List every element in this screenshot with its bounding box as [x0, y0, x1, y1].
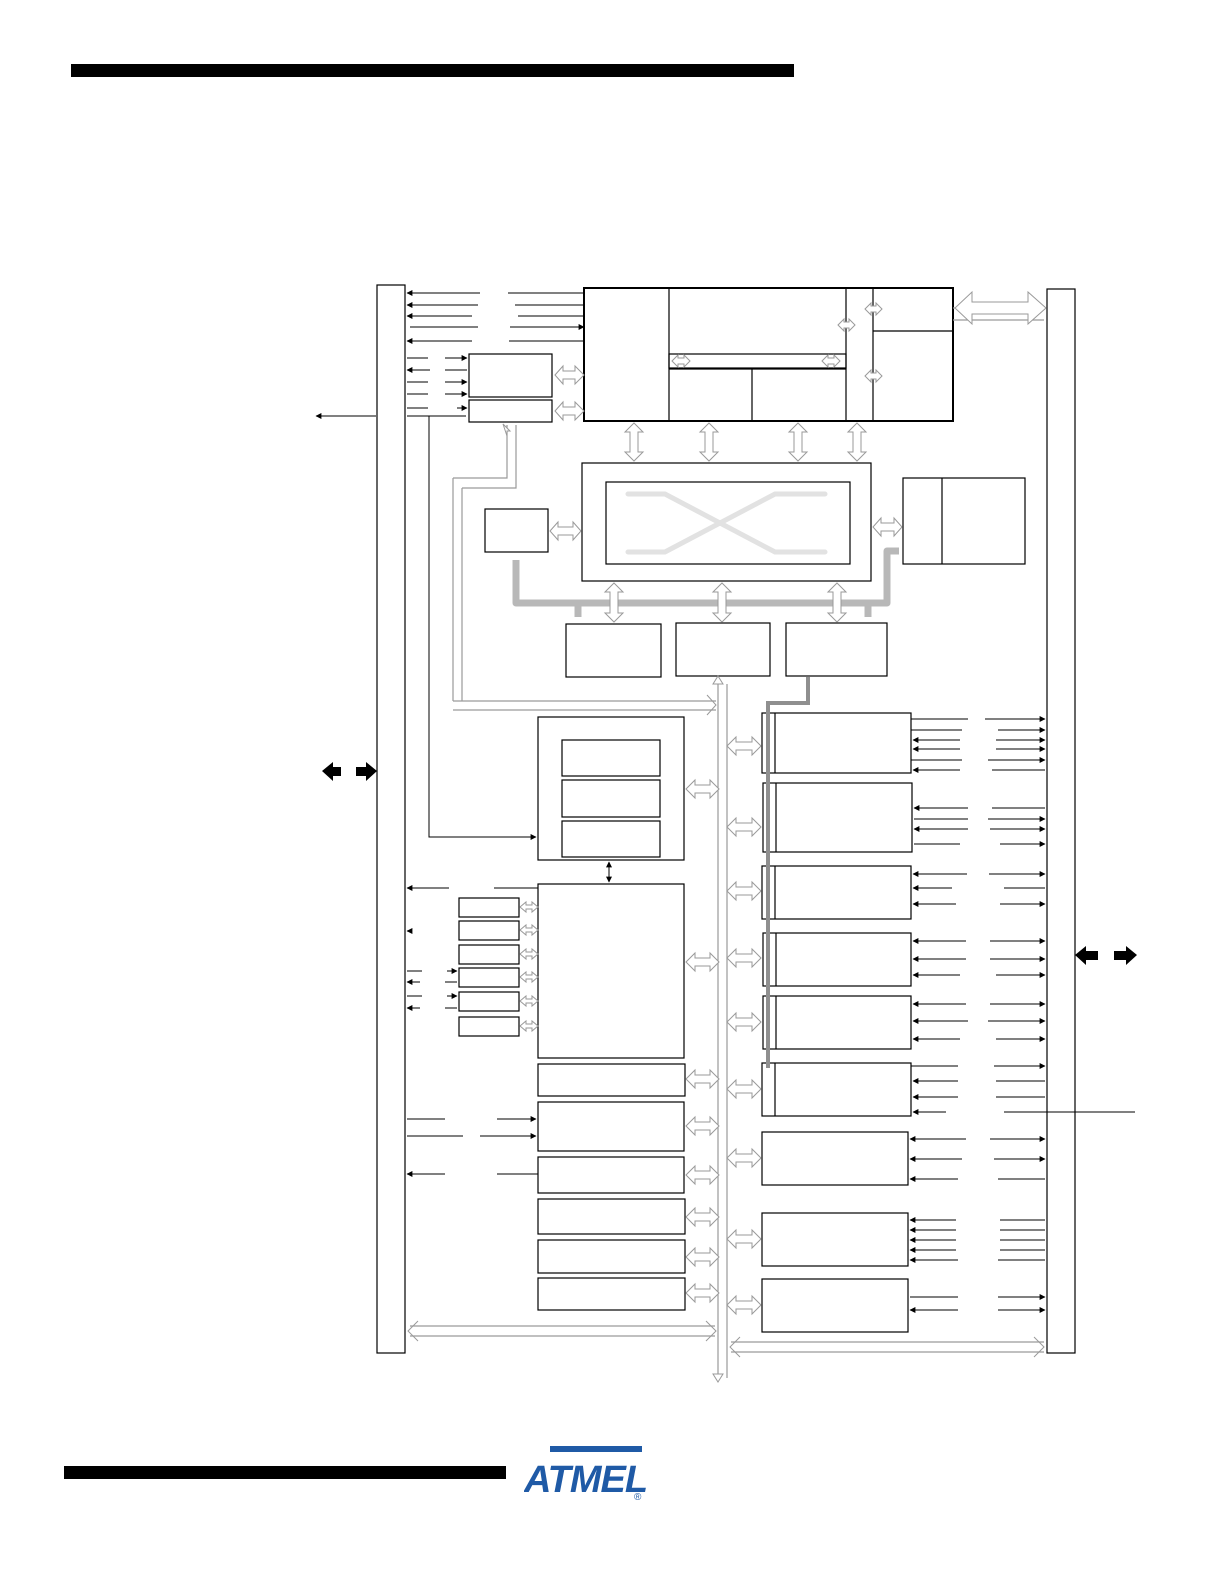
atmel-logo-icon: ATMEL ® — [524, 1446, 648, 1503]
svg-text:®: ® — [634, 1492, 642, 1503]
peripheral-r6 — [761, 1062, 912, 1117]
peripheral-r4 — [762, 932, 912, 987]
peripheral-r7 — [761, 1131, 909, 1186]
pdc-block — [484, 508, 549, 553]
bottom-rule-bar — [64, 1466, 506, 1479]
peripheral-bridge-block — [537, 883, 685, 1059]
slave-block-2 — [675, 622, 771, 677]
system-controller-block — [537, 716, 685, 861]
memory-block — [902, 477, 1026, 565]
peripheral-r8 — [761, 1212, 909, 1267]
peripheral-r9 — [761, 1278, 909, 1333]
peripheral-r3 — [761, 865, 912, 920]
peripheral-r2 — [762, 782, 913, 853]
top-rule-bar — [71, 64, 794, 77]
svg-text:ATMEL: ATMEL — [524, 1459, 647, 1501]
slave-block-3 — [785, 622, 888, 677]
left-pin-bus — [376, 284, 406, 1354]
right-pin-bus — [1046, 288, 1076, 1354]
peripheral-r5 — [762, 995, 912, 1050]
peripheral-r1 — [761, 712, 912, 774]
bus-matrix-inner — [605, 481, 851, 565]
debug-block — [468, 399, 553, 423]
reset-block — [468, 353, 553, 398]
slave-block-1 — [565, 623, 662, 678]
processor-block — [583, 287, 954, 422]
bidirectional-arrow-icon — [554, 364, 585, 386]
bus-matrix-outer — [581, 462, 872, 582]
